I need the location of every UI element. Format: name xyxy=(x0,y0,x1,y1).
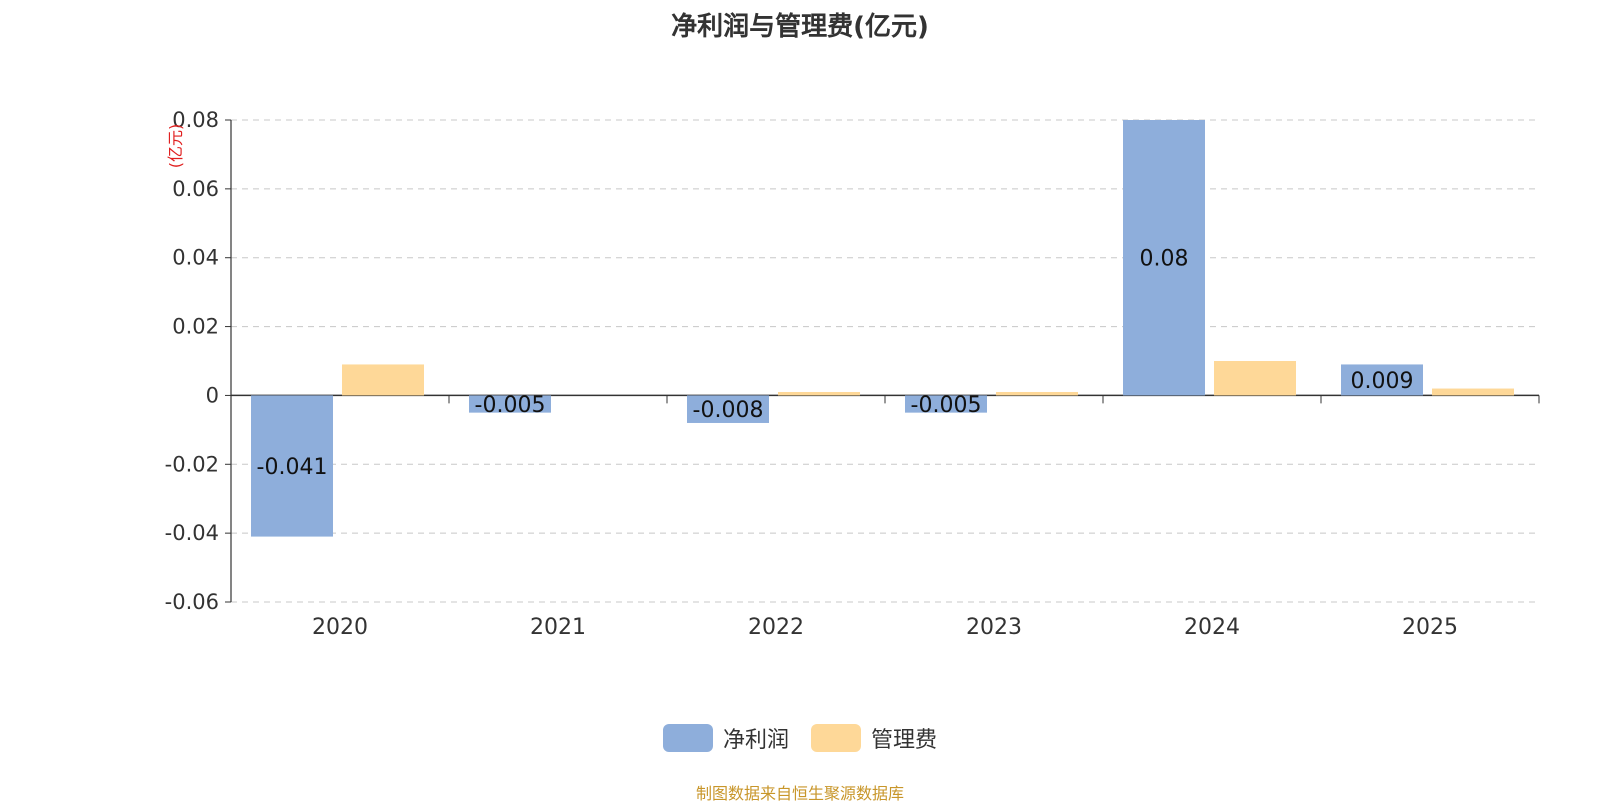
legend-label-admin-expense: 管理费 xyxy=(871,728,938,753)
data-label: -0.005 xyxy=(911,393,982,418)
x-tick-label: 2020 xyxy=(312,615,368,640)
y-axis-unit-label: (亿元) xyxy=(166,124,185,169)
bar-net-profit xyxy=(905,395,987,413)
chart-title: 净利润与管理费(亿元) xyxy=(671,12,929,42)
y-tick-label: -0.02 xyxy=(165,452,219,476)
bar-net-profit xyxy=(687,395,769,423)
legend-item-net-profit[interactable]: 净利润 xyxy=(662,722,789,754)
bar-net-profit xyxy=(251,395,333,537)
bar-admin-expense xyxy=(1214,361,1296,396)
y-tick-label: 0.08 xyxy=(172,108,219,132)
y-tick-label: 0.06 xyxy=(172,177,219,201)
bar-net-profit xyxy=(469,395,551,413)
y-tick-label: 0.04 xyxy=(172,246,219,270)
legend-label-net-profit: 净利润 xyxy=(722,728,789,753)
data-label: 0.009 xyxy=(1351,369,1414,394)
legend-swatch-net-profit xyxy=(662,724,713,752)
data-label: -0.008 xyxy=(693,398,764,423)
data-label: -0.041 xyxy=(257,455,328,480)
legend-swatch-admin-expense xyxy=(811,724,861,752)
bar-admin-expense xyxy=(342,364,424,396)
x-tick-label: 2021 xyxy=(530,615,586,640)
bar-net-profit xyxy=(1341,364,1423,396)
x-tick-label: 2024 xyxy=(1184,615,1240,640)
bar-admin-expense xyxy=(1432,388,1514,396)
x-tick-label: 2025 xyxy=(1402,615,1458,640)
y-tick-label: -0.06 xyxy=(165,590,219,614)
bar-admin-expense xyxy=(996,391,1078,396)
x-tick-label: 2023 xyxy=(966,615,1022,640)
bar-admin-expense xyxy=(778,391,860,396)
y-tick-label: -0.04 xyxy=(165,521,219,545)
bar-net-profit xyxy=(1123,120,1205,396)
x-tick-label: 2022 xyxy=(748,615,804,640)
data-source-note: 制图数据来自恒生聚源数据库 xyxy=(695,784,904,803)
legend: 净利润 管理费 xyxy=(0,722,1600,754)
data-label: 0.08 xyxy=(1140,247,1189,272)
y-tick-label: 0.02 xyxy=(172,315,219,339)
y-tick-label: 0 xyxy=(206,383,219,407)
data-label: -0.005 xyxy=(475,393,546,418)
legend-item-admin-expense[interactable]: 管理费 xyxy=(811,722,937,754)
